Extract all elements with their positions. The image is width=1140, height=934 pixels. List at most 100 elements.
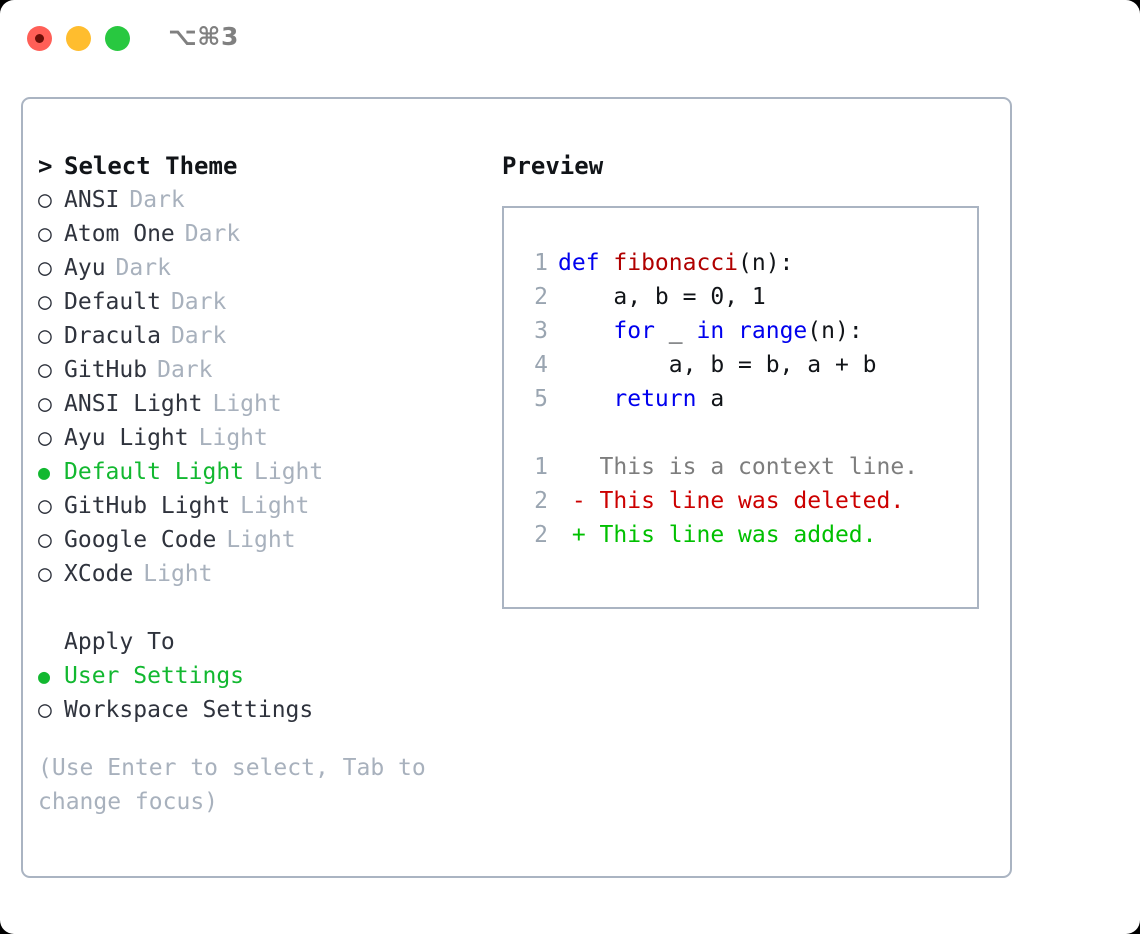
code-token: - This line was deleted. bbox=[558, 488, 905, 514]
code-token bbox=[724, 318, 738, 344]
code-token: in bbox=[696, 318, 725, 344]
theme-option-label: GitHub Light bbox=[64, 493, 231, 519]
radio-unselected-icon: ○ bbox=[38, 527, 52, 553]
code-token: This is a context line. bbox=[558, 454, 919, 480]
code-token: range bbox=[738, 318, 808, 344]
maximize-window-button[interactable] bbox=[105, 26, 130, 51]
theme-option-label: ANSI Light bbox=[64, 391, 203, 417]
list-spacer bbox=[38, 591, 498, 625]
theme-option-tag: Dark bbox=[170, 323, 227, 349]
prompt-caret-icon: > bbox=[38, 152, 53, 180]
radio-unselected-icon: ○ bbox=[38, 391, 52, 417]
code-token: a, b = b, a + b bbox=[558, 352, 877, 378]
apply-to-option-workspace-settings[interactable]: ○ Workspace Settings bbox=[38, 693, 498, 727]
theme-option-tag: Light bbox=[143, 561, 213, 587]
radio-unselected-icon: ○ bbox=[38, 697, 52, 723]
theme-option-atom-one[interactable]: ○ Atom One Dark bbox=[38, 217, 498, 251]
select-theme-title: Select Theme bbox=[64, 152, 238, 180]
code-line: 4 a, b = b, a + b bbox=[504, 348, 977, 382]
title-bar: ⌥⌘3 bbox=[0, 0, 1140, 78]
theme-option-tag: Light bbox=[226, 527, 296, 553]
theme-option-label: GitHub bbox=[64, 357, 148, 383]
code-token: def bbox=[558, 250, 614, 276]
code-token: a bbox=[696, 386, 725, 412]
theme-option-tag: Light bbox=[212, 391, 282, 417]
line-number: 5 bbox=[534, 386, 548, 412]
line-number: 1 bbox=[534, 454, 548, 480]
theme-option-label: Ayu bbox=[64, 255, 106, 281]
theme-option-label: Atom One bbox=[64, 221, 175, 247]
line-number: 2 bbox=[534, 488, 548, 514]
theme-option-ansi[interactable]: ○ ANSI Dark bbox=[38, 183, 498, 217]
minimize-window-button[interactable] bbox=[66, 26, 91, 51]
theme-option-default[interactable]: ○ Default Dark bbox=[38, 285, 498, 319]
theme-option-tag: Dark bbox=[129, 187, 185, 213]
theme-option-ayu-light[interactable]: ○ Ayu Light Light bbox=[38, 421, 498, 455]
theme-option-label: Google Code bbox=[64, 527, 217, 553]
code-diff-gap bbox=[504, 416, 977, 450]
theme-option-ansi-light[interactable]: ○ ANSI Light Light bbox=[38, 387, 498, 421]
radio-unselected-icon: ○ bbox=[38, 289, 52, 315]
radio-unselected-icon: ○ bbox=[38, 425, 52, 451]
radio-unselected-icon: ○ bbox=[38, 221, 52, 247]
line-number: 2 bbox=[534, 284, 548, 310]
theme-option-label: XCode bbox=[64, 561, 134, 587]
code-token bbox=[558, 386, 613, 412]
code-line: 5 return a bbox=[504, 382, 977, 416]
diff-line: 2 - This line was deleted. bbox=[504, 484, 977, 518]
code-token: (n): bbox=[807, 318, 863, 344]
line-number: 2 bbox=[534, 522, 548, 548]
apply-to-header: Apply To bbox=[64, 629, 175, 655]
radio-unselected-icon: ○ bbox=[38, 561, 52, 587]
code-token: return bbox=[613, 386, 697, 412]
select-theme-header: > Select Theme bbox=[38, 149, 498, 183]
diff-line: 1 This is a context line. bbox=[504, 450, 977, 484]
theme-option-tag: Dark bbox=[115, 255, 171, 281]
code-token: (n): bbox=[738, 250, 794, 276]
radio-unselected-icon: ○ bbox=[38, 357, 52, 383]
apply-to-option-label: Workspace Settings bbox=[64, 697, 314, 723]
radio-unselected-icon: ○ bbox=[38, 187, 52, 213]
theme-option-tag: Dark bbox=[184, 221, 241, 247]
preview-title: Preview bbox=[502, 152, 604, 180]
theme-option-tag: Light bbox=[240, 493, 310, 519]
theme-option-default-light[interactable]: ● Default Light Light bbox=[38, 455, 498, 489]
keyboard-shortcut-label: ⌥⌘3 bbox=[168, 22, 239, 51]
theme-option-tag: Light bbox=[254, 459, 324, 485]
diff-line: 2 + This line was added. bbox=[504, 518, 977, 552]
theme-option-tag: Dark bbox=[170, 289, 227, 315]
theme-option-label: Default Light bbox=[64, 459, 245, 485]
code-token: for bbox=[613, 318, 655, 344]
theme-option-label: Dracula bbox=[64, 323, 161, 349]
radio-unselected-icon: ○ bbox=[38, 493, 52, 519]
code-token bbox=[558, 318, 613, 344]
apply-to-list: ● User Settings ○ Workspace Settings bbox=[38, 659, 498, 727]
code-token: _ bbox=[654, 318, 697, 344]
close-window-button[interactable] bbox=[27, 26, 52, 51]
apply-to-option-label: User Settings bbox=[64, 663, 245, 689]
theme-option-google-code[interactable]: ○ Google Code Light bbox=[38, 523, 498, 557]
code-token: fibonacci bbox=[613, 250, 739, 276]
theme-option-label: ANSI bbox=[64, 187, 120, 213]
radio-selected-icon: ● bbox=[38, 460, 51, 484]
theme-option-label: Ayu Light bbox=[64, 425, 189, 451]
window-controls bbox=[27, 26, 130, 51]
keyboard-hint-text: (Use Enter to select, Tab to change focu… bbox=[38, 755, 426, 815]
apply-to-option-user-settings[interactable]: ● User Settings bbox=[38, 659, 498, 693]
code-token: a, b = 0, 1 bbox=[558, 284, 766, 310]
theme-option-xcode[interactable]: ○ XCode Light bbox=[38, 557, 498, 591]
theme-option-label: Default bbox=[64, 289, 161, 315]
theme-option-github-light[interactable]: ○ GitHub Light Light bbox=[38, 489, 498, 523]
theme-option-tag: Light bbox=[198, 425, 268, 451]
radio-selected-icon: ● bbox=[38, 664, 51, 688]
